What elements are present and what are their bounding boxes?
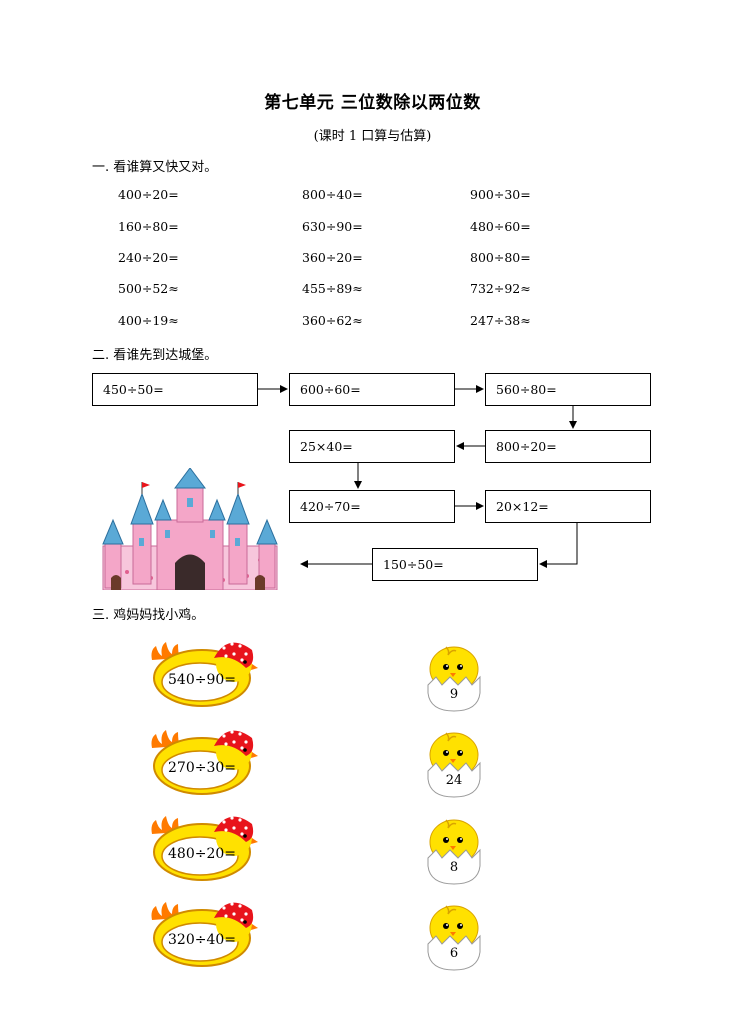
- path-box: 800÷20=: [485, 430, 651, 463]
- chick-number: 24: [445, 773, 463, 788]
- hen-icon: [151, 816, 258, 881]
- chick-card: 8: [424, 818, 484, 886]
- hen-card: 270÷30=: [148, 720, 258, 798]
- problem: 455÷89≈: [302, 281, 363, 296]
- problem: 160÷80=: [118, 219, 179, 234]
- section-1-heading: 一. 看谁算又快又对。: [92, 160, 218, 175]
- path-box: 560÷80=: [485, 373, 651, 406]
- path-box: 450÷50=: [92, 373, 258, 406]
- chick-icon: [427, 646, 481, 712]
- path-box: 420÷70=: [289, 490, 455, 523]
- problem: 247÷38≈: [470, 313, 531, 328]
- hen-equation: 540÷90=: [168, 672, 236, 688]
- problem: 480÷60=: [470, 219, 531, 234]
- section-3-heading: 三. 鸡妈妈找小鸡。: [92, 608, 205, 623]
- path-box: 20×12=: [485, 490, 651, 523]
- hen-equation: 270÷30=: [168, 760, 236, 776]
- hen-card: 540÷90=: [148, 632, 258, 710]
- hen-icon: [151, 902, 258, 967]
- chick-number: 6: [449, 946, 459, 961]
- chick-card: 24: [424, 731, 484, 799]
- hen-equation: 480÷20=: [168, 846, 236, 862]
- chick-card: 9: [424, 645, 484, 713]
- hen-card: 320÷40=: [148, 892, 258, 970]
- hen-icon: [151, 642, 258, 707]
- path-box: 600÷60=: [289, 373, 455, 406]
- problem: 500÷52≈: [118, 281, 179, 296]
- problem: 800÷80=: [470, 250, 531, 265]
- problem: 800÷40=: [302, 187, 363, 202]
- problem: 400÷19≈: [118, 313, 179, 328]
- castle-illustration: [102, 468, 278, 590]
- problem: 360÷62≈: [302, 313, 363, 328]
- section-2-heading: 二. 看谁先到达城堡。: [92, 348, 218, 363]
- problem: 400÷20=: [118, 187, 179, 202]
- chick-number: 8: [449, 860, 459, 875]
- chick-number: 9: [449, 687, 459, 702]
- chick-icon: [427, 732, 481, 798]
- problem: 900÷30=: [470, 187, 531, 202]
- problem: 360÷20=: [302, 250, 363, 265]
- path-box: 150÷50=: [372, 548, 538, 581]
- chick-card: 6: [424, 904, 484, 972]
- arrow-elbow: [539, 522, 578, 568]
- problem: 240÷20=: [118, 250, 179, 265]
- path-box: 25×40=: [289, 430, 455, 463]
- page-title: 第七单元 三位数除以两位数: [264, 93, 481, 113]
- problem: 732÷92≈: [470, 281, 531, 296]
- hen-equation: 320÷40=: [168, 932, 236, 948]
- page-subtitle: (课时 1 口算与估算): [313, 129, 432, 144]
- problem: 630÷90=: [302, 219, 363, 234]
- chick-icon: [427, 819, 481, 885]
- chick-icon: [427, 905, 481, 971]
- hen-icon: [151, 730, 258, 795]
- hen-card: 480÷20=: [148, 806, 258, 884]
